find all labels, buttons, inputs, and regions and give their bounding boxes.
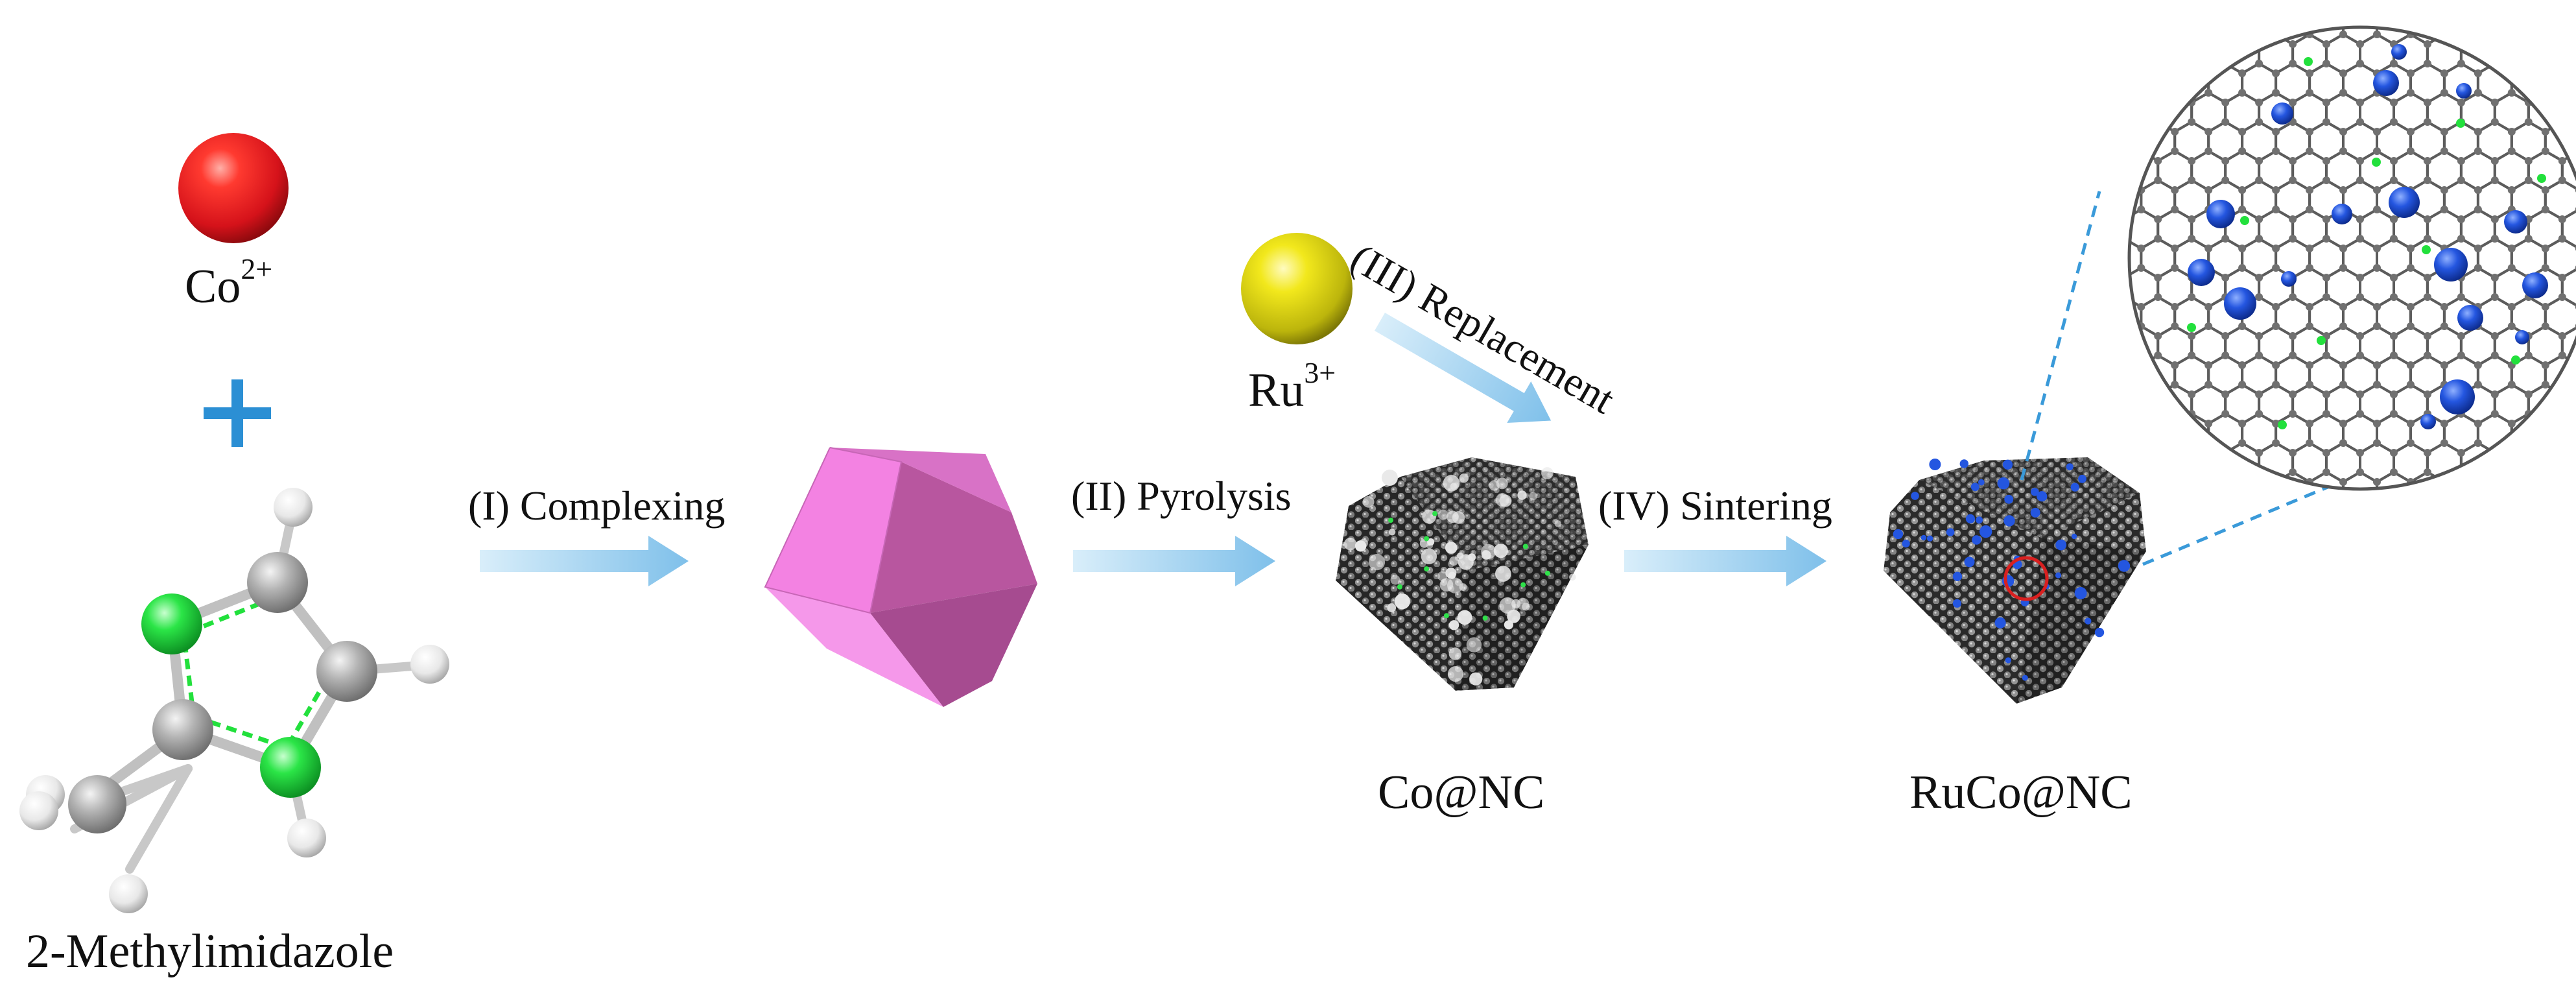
sintering-arrow-icon <box>1624 536 1826 586</box>
zoomed-lattice-inset <box>2127 25 2576 491</box>
ruthenium-ion-symbol: Ru <box>1248 364 1305 417</box>
ruco-nc-polyhedron-icon <box>1884 457 2146 704</box>
ruthenium-ion-label: Ru3+ <box>1248 358 1336 417</box>
cobalt-ion-charge: 2+ <box>241 252 273 286</box>
ligand-name-label: 2-Methylimidazole <box>26 925 394 978</box>
methylimidazole-molecule-icon <box>19 488 449 913</box>
ruthenium-ion-charge: 3+ <box>1304 356 1336 390</box>
pyrolysis-arrow-icon <box>1073 536 1275 586</box>
highlight-circle <box>2003 556 2049 601</box>
product-co-nc-label: Co@NC <box>1378 766 1545 819</box>
step-pyrolysis-label: (II) Pyrolysis <box>1071 473 1292 519</box>
cobalt-ion-sphere <box>178 133 289 243</box>
plus-sign-icon <box>204 379 271 447</box>
step-complexing-label: (I) Complexing <box>468 483 726 529</box>
cobalt-ion-label: Co2+ <box>185 254 272 313</box>
zif-polyhedron-icon <box>764 447 1037 707</box>
replacement-arrow-icon <box>1375 313 1552 424</box>
cobalt-ion-symbol: Co <box>185 260 241 313</box>
step-sintering-label: (IV) Sintering <box>1598 483 1832 529</box>
complexing-arrow-icon <box>480 536 689 586</box>
co-nc-polyhedron-icon <box>1336 457 1589 691</box>
product-ruco-nc-label: RuCo@NC <box>1909 766 2133 819</box>
ruthenium-ion-sphere <box>1241 233 1353 344</box>
